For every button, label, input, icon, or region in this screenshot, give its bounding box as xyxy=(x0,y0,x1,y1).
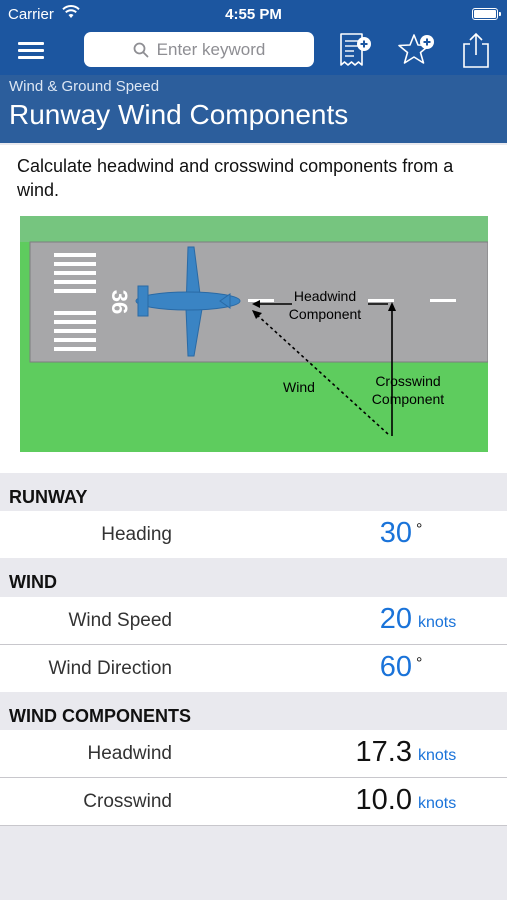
headwind-value: 17.3 xyxy=(355,736,412,768)
crosswind-unit[interactable]: knots xyxy=(418,795,457,812)
search-input[interactable]: Enter keyword xyxy=(84,32,314,67)
wind-speed-row[interactable]: Wind Speed 20 knots xyxy=(0,597,507,644)
title-bar: Wind & Ground Speed Runway Wind Componen… xyxy=(0,75,507,143)
wind-diagram-label: Wind xyxy=(283,379,315,395)
section-title: RUNWAY xyxy=(9,487,88,507)
headwind-diagram-label-2: Component xyxy=(289,306,361,322)
carrier-label: Carrier xyxy=(8,6,54,23)
section-title: WIND xyxy=(9,572,57,592)
centerline-dashes xyxy=(248,299,456,302)
crosswind-row: Crosswind 10.0 knots xyxy=(0,778,507,825)
menu-icon xyxy=(18,42,44,45)
page-title: Runway Wind Components xyxy=(9,99,349,130)
search-icon xyxy=(133,42,149,57)
crosswind-diagram-label-2: Component xyxy=(372,391,444,407)
battery-icon xyxy=(472,8,501,20)
wind-arrow xyxy=(252,310,389,435)
wind-direction-value[interactable]: 60 xyxy=(379,651,412,683)
runway-diagram: 36 Headwind Component Wind Crosswind xyxy=(20,216,488,452)
row-divider xyxy=(0,644,507,645)
headwind-row: Headwind 17.3 knots xyxy=(0,730,507,777)
wifi-icon xyxy=(62,5,80,18)
crosswind-arrow xyxy=(388,302,396,436)
components-section-header: WIND COMPONENTS xyxy=(0,692,507,730)
crosswind-diagram-label: Crosswind xyxy=(375,373,440,389)
threshold-markings xyxy=(54,253,96,351)
wind-direction-unit: ° xyxy=(416,655,423,672)
notes-add-icon[interactable] xyxy=(336,30,376,70)
headwind-unit[interactable]: knots xyxy=(418,747,457,764)
wind-speed-unit[interactable]: knots xyxy=(418,614,457,631)
intro-panel: Calculate headwind and crosswind compone… xyxy=(0,145,507,473)
wind-speed-label: Wind Speed xyxy=(68,610,172,631)
heading-label: Heading xyxy=(101,524,172,545)
description-text: Calculate headwind and crosswind compone… xyxy=(17,156,454,200)
crosswind-value: 10.0 xyxy=(355,784,412,816)
favorite-add-icon[interactable] xyxy=(396,30,436,70)
wind-section-header: WIND xyxy=(0,558,507,596)
row-divider xyxy=(0,825,507,826)
headwind-label: Headwind xyxy=(87,743,173,764)
wind-direction-row[interactable]: Wind Direction 60 ° xyxy=(0,645,507,692)
section-title: WIND COMPONENTS xyxy=(9,706,191,726)
heading-value[interactable]: 30 xyxy=(379,517,412,549)
menu-button[interactable] xyxy=(18,40,44,60)
headwind-arrow xyxy=(252,300,388,308)
search-placeholder: Enter keyword xyxy=(156,39,266,59)
runway-number: 36 xyxy=(107,290,132,314)
headwind-diagram-label: Headwind xyxy=(294,288,356,304)
runway-section-header: RUNWAY xyxy=(0,473,507,511)
share-icon[interactable] xyxy=(456,30,496,70)
row-divider xyxy=(0,777,507,778)
heading-unit: ° xyxy=(416,521,423,538)
crosswind-label: Crosswind xyxy=(83,791,172,812)
wind-speed-value[interactable]: 20 xyxy=(379,603,412,635)
status-bar: Carrier 4:55 PM xyxy=(0,0,507,28)
airplane-icon xyxy=(135,246,241,357)
breadcrumb: Wind & Ground Speed xyxy=(9,78,160,95)
clock: 4:55 PM xyxy=(225,6,282,23)
navigation-bar: Carrier 4:55 PM Enter keyword xyxy=(0,0,507,75)
heading-row[interactable]: Heading 30 ° xyxy=(0,511,507,558)
wind-direction-label: Wind Direction xyxy=(48,658,172,679)
